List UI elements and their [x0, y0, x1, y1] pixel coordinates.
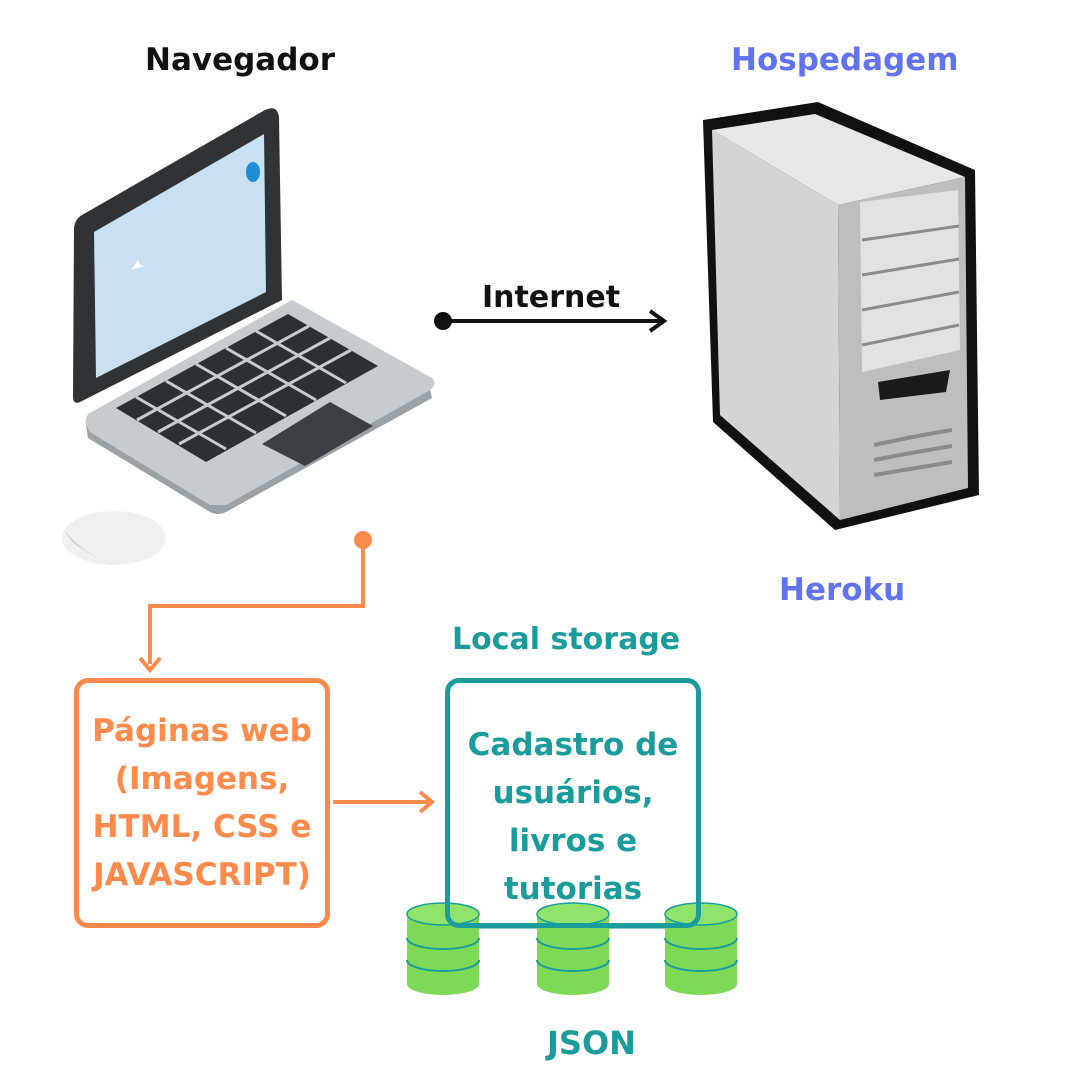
pages-to-storage-arrow: [333, 790, 436, 814]
server-tower-icon: [703, 102, 979, 530]
internet-arrow: [434, 309, 668, 333]
database-icon: [664, 902, 738, 995]
orange-connector: [138, 531, 372, 674]
internet-label: Internet: [482, 280, 621, 315]
mouse-icon: [62, 511, 166, 566]
hosting-label: Hospedagem: [731, 42, 959, 78]
heroku-label: Heroku: [779, 572, 906, 608]
storage-content-text: Cadastro de usuários, livros e tutorias: [467, 727, 679, 907]
browser-label: Navegador: [145, 42, 335, 78]
json-label: JSON: [547, 1024, 636, 1062]
database-group: [406, 902, 738, 995]
database-icon: [536, 902, 610, 995]
web-pages-box: Páginas web (Imagens, HTML, CSS e JAVASC…: [74, 678, 330, 928]
laptop-icon: [73, 108, 435, 514]
local-storage-box: Cadastro de usuários, livros e tutorias: [445, 678, 701, 928]
database-icon: [406, 902, 480, 995]
web-pages-text: Páginas web (Imagens, HTML, CSS e JAVASC…: [92, 713, 312, 893]
local-storage-label: Local storage: [452, 622, 681, 657]
